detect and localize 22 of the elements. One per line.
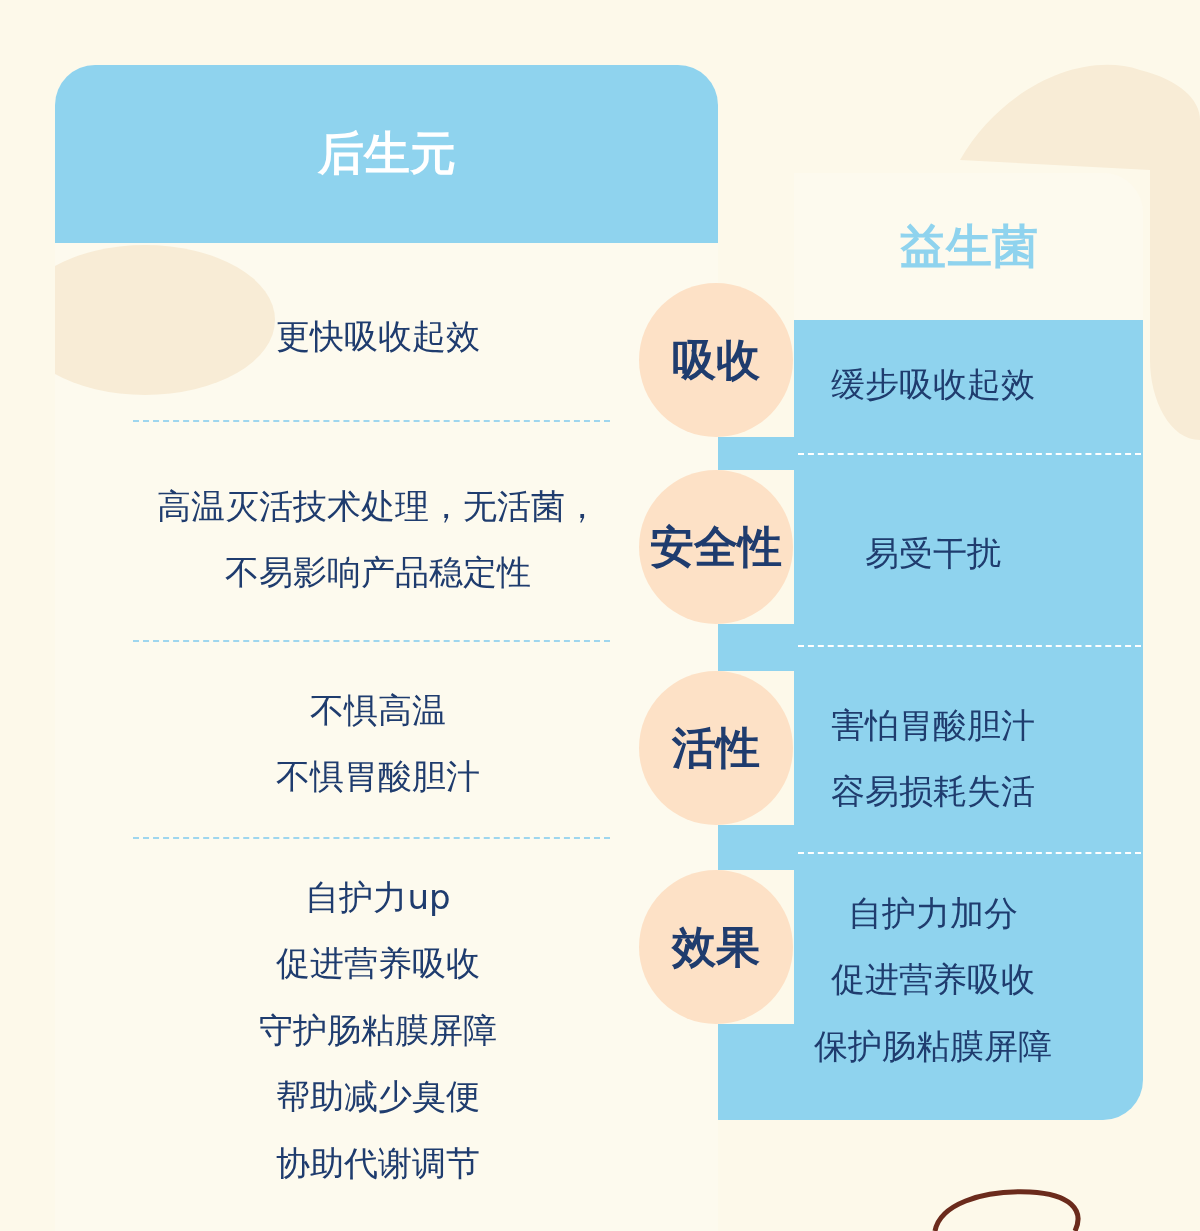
category-label: 吸收	[672, 332, 760, 387]
table-cell-text: 帮助减少臭便	[275, 1075, 481, 1118]
table-cell-text: 保护肠粘膜屏障	[813, 1025, 1053, 1068]
table-cell-text: 更快吸收起效	[275, 315, 481, 358]
table-cell-text: 守护肠粘膜屏障	[258, 1009, 498, 1052]
table-cell-text: 容易损耗失活	[830, 770, 1036, 813]
category-label: 效果	[672, 919, 760, 974]
category-label: 活性	[672, 720, 760, 775]
table-cell-text: 高温灭活技术处理，无活菌，不易影响产品稳定性	[156, 485, 600, 594]
table-cell-text: 协助代谢调节	[275, 1142, 481, 1185]
table-cell-text: 不惧胃酸胆汁	[275, 755, 481, 798]
table-cell-text: 自护力up	[304, 876, 452, 919]
category-label: 安全性	[650, 519, 782, 574]
card-title: 益生菌	[899, 217, 1038, 275]
table-cell-text: 缓步吸收起效	[830, 363, 1036, 406]
table-cell-text: 易受干扰	[864, 532, 1002, 575]
table-cell-text: 害怕胃酸胆汁	[830, 704, 1036, 747]
table-cell-text: 促进营养吸收	[275, 942, 481, 985]
card-title: 后生元	[317, 125, 456, 182]
table-cell-text: 促进营养吸收	[830, 958, 1036, 1001]
table-cell-text: 自护力加分	[847, 892, 1019, 935]
table-cell-text: 不惧高温	[309, 689, 447, 732]
